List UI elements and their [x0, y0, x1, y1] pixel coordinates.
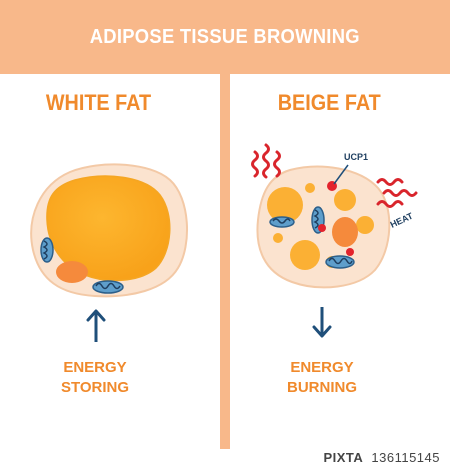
ucp1-protein-dot-2	[318, 224, 326, 232]
beige-fat-heading: BEIGE FAT	[277, 90, 381, 115]
center-divider	[220, 74, 230, 452]
ucp1-protein-dot-3	[346, 248, 354, 256]
beige-lipid-droplet-2	[290, 240, 320, 270]
energy-burning-arrow-down	[312, 307, 332, 338]
beige-cell-mitochondrion-2	[325, 255, 355, 269]
beige-fat-caption-line2: BURNING	[287, 379, 357, 396]
watermark-brand: PIXTA	[323, 450, 364, 465]
page-title: ADIPOSE TISSUE BROWNING	[89, 25, 361, 48]
beige-lipid-droplet-3	[334, 189, 356, 211]
white-cell-mitochondrion-1	[40, 237, 54, 263]
energy-storing-arrow-up	[86, 309, 106, 342]
watermark-id: 136115145	[371, 450, 440, 465]
title-banner: ADIPOSE TISSUE BROWNING	[0, 0, 450, 74]
white-cell-lipid-droplet	[46, 175, 171, 282]
stock-watermark: PIXTA 136115145	[323, 450, 440, 465]
beige-fat-caption-line1: ENERGY	[290, 359, 354, 376]
white-fat-caption: ENERGY STORING	[35, 358, 155, 398]
white-fat-cell	[30, 163, 188, 298]
ucp1-label: UCP1	[344, 152, 368, 162]
white-cell-nucleus	[56, 261, 88, 283]
heat-label: HEAT	[389, 210, 415, 229]
beige-cell-mitochondrion-3	[269, 216, 295, 228]
beige-lipid-droplet-7	[305, 183, 315, 193]
beige-lipid-droplet-4	[356, 216, 374, 234]
beige-lipid-droplet-1	[267, 187, 303, 223]
watermark-strip	[0, 449, 450, 469]
beige-fat-caption: ENERGY BURNING	[262, 358, 382, 398]
white-fat-caption-line1: ENERGY	[63, 359, 127, 376]
beige-lipid-droplet-6	[273, 233, 283, 243]
white-cell-mitochondrion-2	[92, 280, 124, 294]
beige-fat-cell	[256, 165, 391, 289]
white-fat-heading: WHITE FAT	[45, 90, 152, 115]
heat-wave-icon-right	[376, 178, 418, 208]
white-fat-caption-line2: STORING	[60, 379, 130, 396]
heat-wave-icon-left	[251, 143, 281, 179]
beige-cell-nucleus	[332, 217, 358, 247]
ucp1-pointer-line	[333, 164, 349, 185]
